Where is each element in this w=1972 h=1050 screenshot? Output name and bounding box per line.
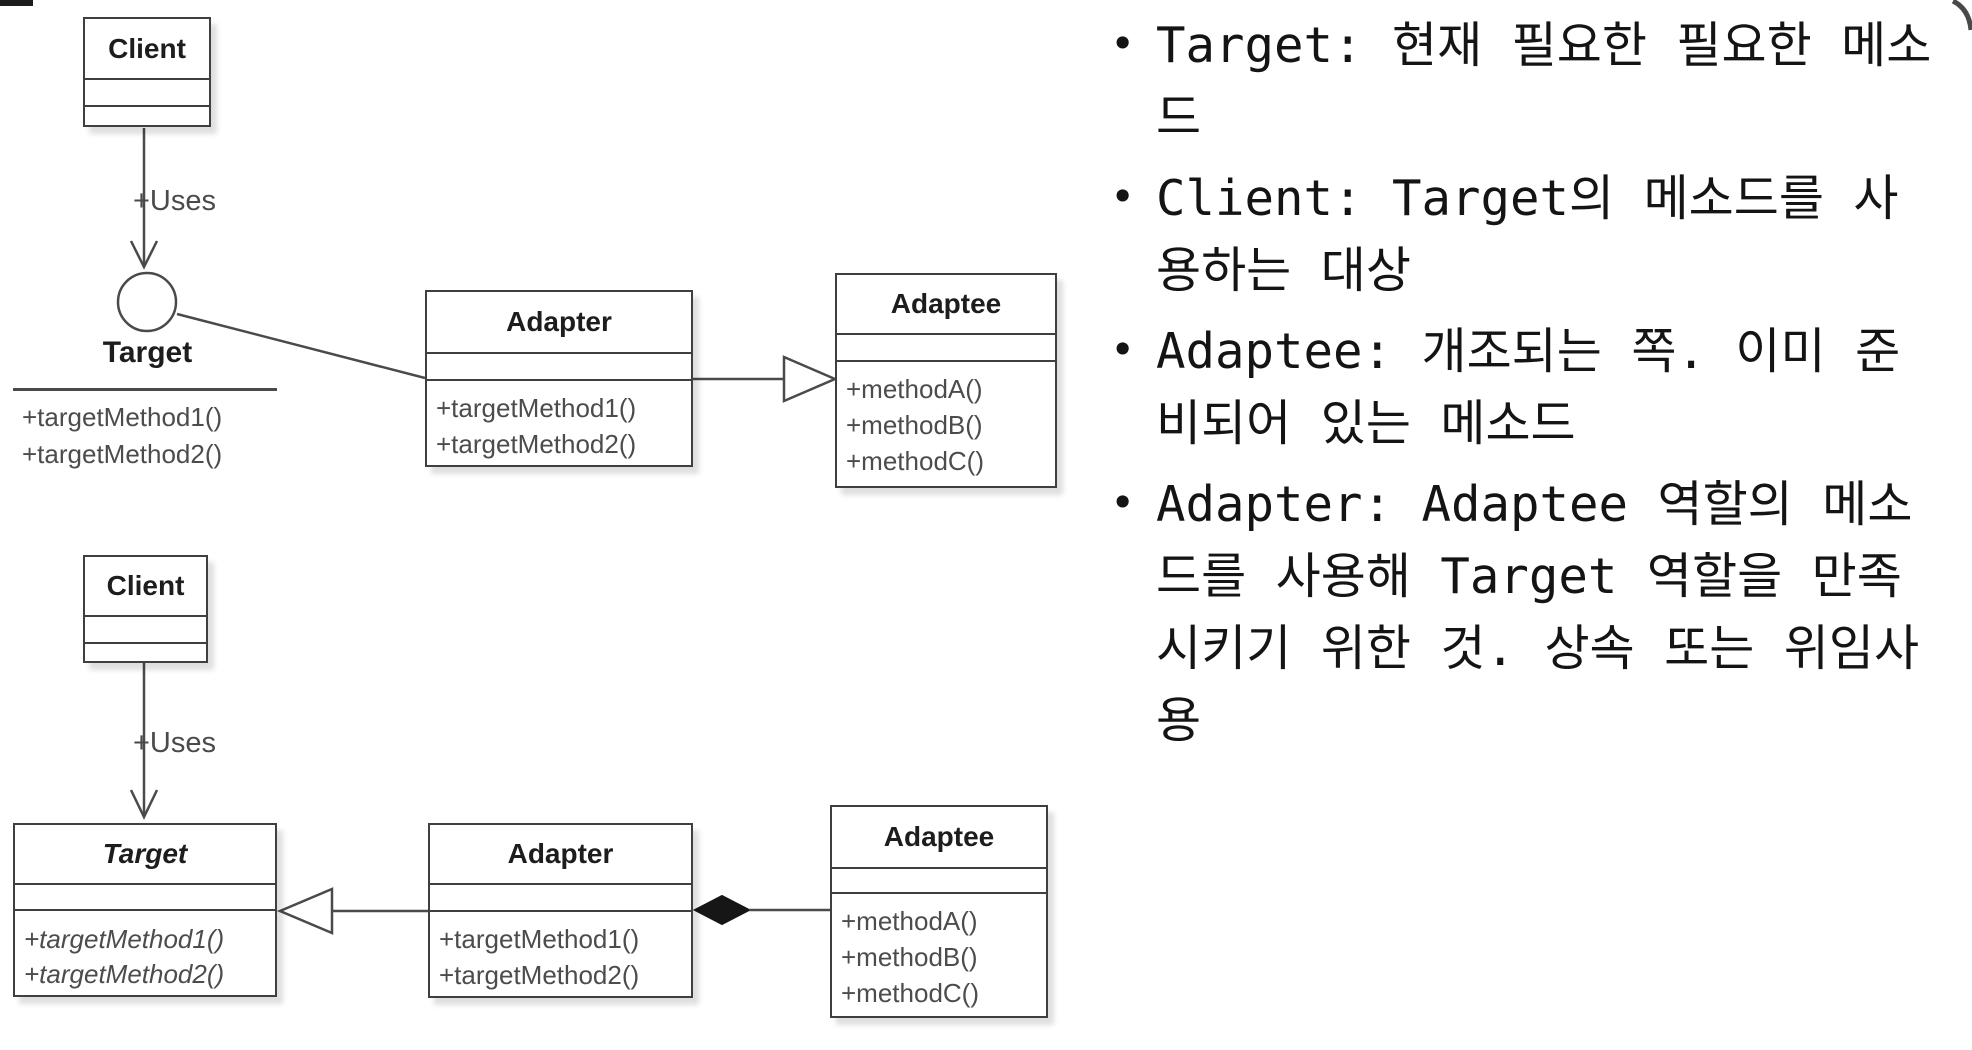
top-client-title: Client (108, 32, 186, 64)
top-target-interface-name: Target (102, 336, 193, 369)
note-bullet-client: Client: Target의 메소드를 사용하는 대상 (1106, 161, 1942, 307)
bottom-uses-label: +Uses (133, 727, 217, 759)
note-bullet-adaptee: Adaptee: 개조되는 쪽. 이미 준비되어 있는 메소드 (1106, 314, 1942, 460)
top-adapter-operations-compartment: +targetMethod1() +targetMethod2() (427, 379, 691, 465)
method-label: +targetMethod2() (22, 439, 223, 469)
method-label: +methodA() (841, 906, 978, 936)
bottom-adapter-attributes-compartment (430, 883, 691, 910)
composition-diamond-icon (692, 894, 752, 926)
note-bullet-target: Target: 현재 필요한 필요한 메소드 (1106, 8, 1942, 154)
top-target-interface-separator (13, 388, 277, 391)
top-adapter-attributes-compartment (427, 352, 691, 379)
top-adapter-class-box: Adapter +targetMethod1() +targetMethod2(… (425, 290, 693, 467)
top-target-interface-methods: +targetMethod1() +targetMethod2() (22, 399, 222, 473)
bottom-client-title: Client (106, 570, 185, 601)
method-label: +targetMethod2() (439, 960, 640, 990)
method-label: +targetMethod1() (24, 924, 225, 954)
method-label: +methodC() (841, 978, 979, 1008)
top-adapter-title: Adapter (506, 306, 612, 337)
bottom-adaptee-class-box: Adaptee +methodA() +methodB() +methodC() (830, 805, 1048, 1018)
top-client-attributes-compartment (85, 78, 209, 105)
top-uses-label: +Uses (133, 185, 217, 217)
method-label: +methodC() (846, 446, 984, 476)
top-adaptee-attributes-compartment (837, 333, 1055, 360)
bottom-realization-triangle-icon (276, 887, 334, 935)
top-client-class-box: Client (83, 17, 211, 127)
method-label: +targetMethod1() (439, 924, 640, 954)
target-interface-lollipop-icon (116, 271, 178, 333)
method-label: +targetMethod1() (436, 393, 637, 423)
method-label: +methodA() (846, 374, 983, 404)
top-inheritance-triangle-icon (782, 355, 839, 403)
bottom-adaptee-operations-compartment: +methodA() +methodB() +methodC() (832, 892, 1046, 1016)
method-label: +targetMethod1() (22, 402, 223, 432)
bottom-adapter-operations-compartment: +targetMethod1() +targetMethod2() (430, 910, 691, 996)
bottom-client-operations-compartment (85, 642, 206, 661)
bottom-uses-arrowhead-icon (129, 789, 159, 820)
bottom-adaptee-attributes-compartment (832, 867, 1046, 892)
top-adaptee-operations-compartment: +methodA() +methodB() +methodC() (837, 360, 1055, 486)
bottom-adapter-title: Adapter (507, 838, 614, 869)
bottom-target-attributes-compartment (15, 883, 275, 909)
note-bullet-adapter: Adapter: Adaptee 역할의 메소드를 사용해 Target 역할을… (1106, 467, 1942, 757)
bottom-target-abstract-class-box: Target +targetMethod1() +targetMethod2() (13, 823, 277, 997)
top-uses-arrowhead-icon (129, 240, 159, 270)
method-label: +targetMethod2() (24, 959, 225, 989)
top-left-edge-artifact (0, 0, 33, 6)
bottom-target-title: Target (102, 838, 188, 869)
top-adaptee-class-box: Adaptee +methodA() +methodB() +methodC() (835, 273, 1057, 488)
top-realization-line (176, 312, 426, 380)
method-label: +targetMethod2() (436, 429, 637, 459)
method-label: +methodB() (841, 942, 978, 972)
bottom-adapter-class-box: Adapter +targetMethod1() +targetMethod2(… (428, 823, 693, 998)
method-label: +methodB() (846, 410, 983, 440)
bottom-adaptee-title: Adaptee (883, 821, 995, 852)
bottom-target-operations-compartment: +targetMethod1() +targetMethod2() (15, 909, 275, 995)
notes-list: Target: 현재 필요한 필요한 메소드 Client: Target의 메… (1106, 8, 1942, 766)
top-client-operations-compartment (85, 105, 209, 125)
top-adaptee-title: Adaptee (890, 288, 1002, 319)
bottom-client-attributes-compartment (85, 615, 206, 642)
bottom-client-class-box: Client (83, 555, 208, 663)
corner-arc-artifact (1951, 0, 1972, 31)
